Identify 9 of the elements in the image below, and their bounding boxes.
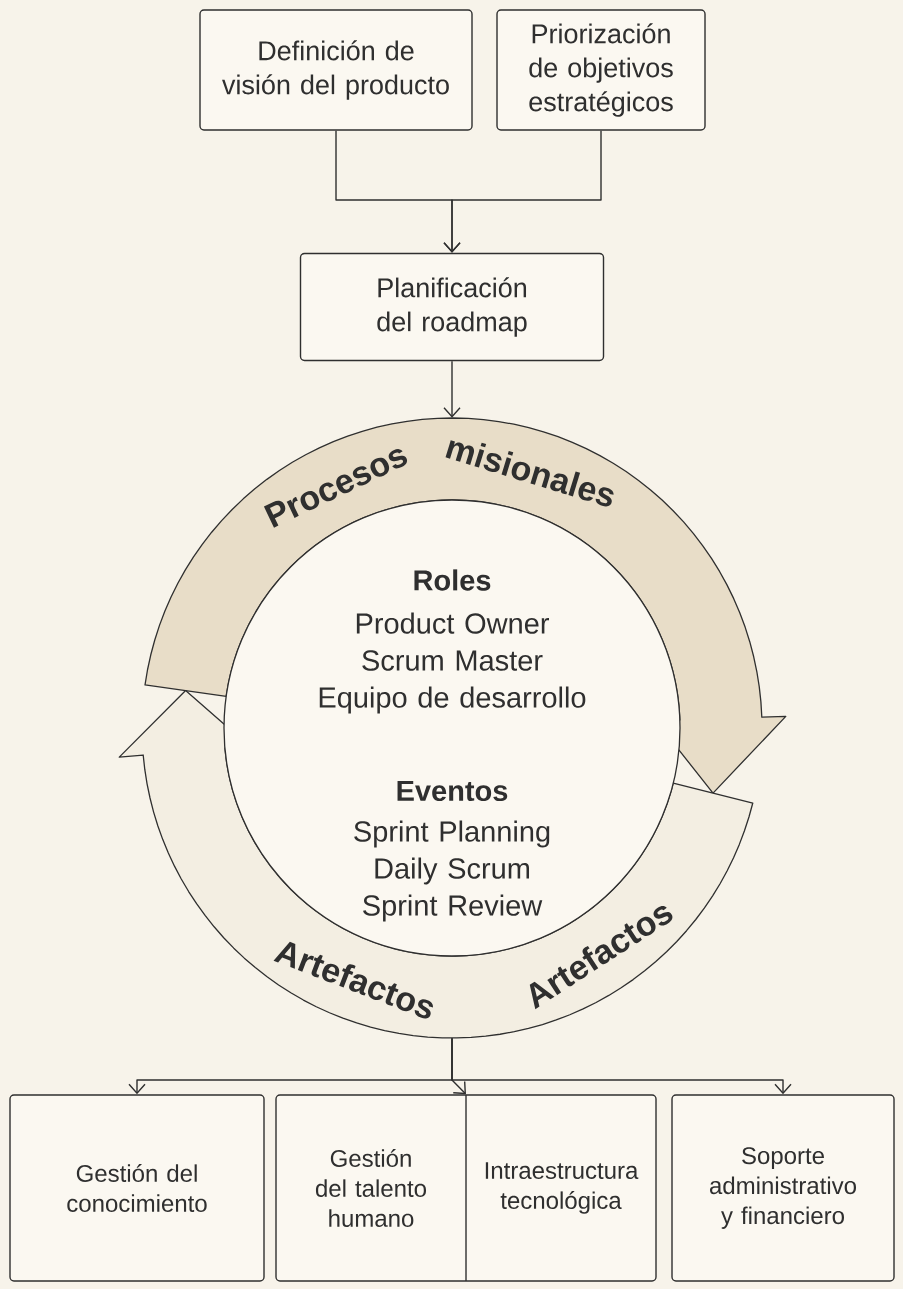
process-box: Gestión del talento humano Intraestructura tecnológica — [275, 1094, 657, 1282]
arrow — [443, 360, 461, 418]
arrow — [451, 1037, 792, 1095]
process-box: Planificación del roadmap — [299, 252, 605, 362]
process-box: Soporte administrativo y financiero — [671, 1094, 895, 1282]
process-box: Priorización de objetivos estratégicos — [496, 9, 706, 131]
process-box: Gestión del conocimiento — [9, 1094, 265, 1282]
process-box: Definición de visión del producto — [199, 9, 473, 131]
arrow — [443, 130, 602, 253]
